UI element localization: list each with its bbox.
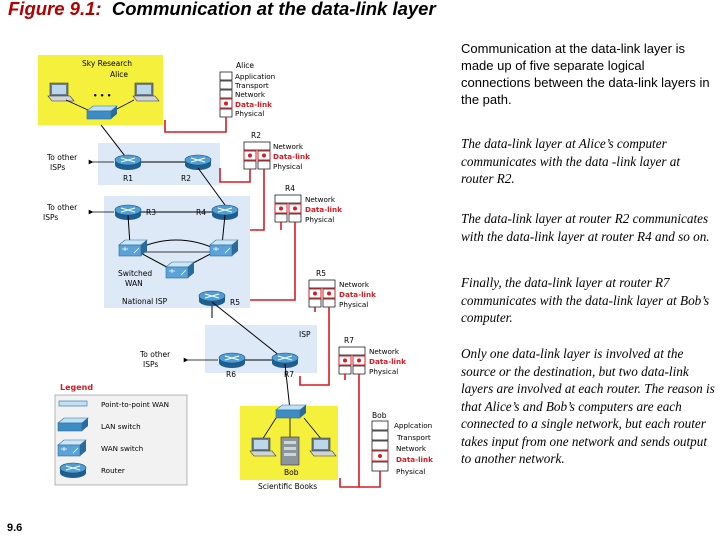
point-to-point-wan-icon — [58, 400, 88, 407]
slide-number: 9.6 — [7, 522, 23, 534]
r4-layer-network: Network — [305, 195, 336, 204]
r5-layer-datalink: Data-link — [339, 290, 376, 299]
bob-host-label: Bob — [284, 468, 299, 477]
bob-layer-physical: Physical — [396, 467, 425, 476]
network-diagram: Sky Research Alice • • • Alice Applicati… — [38, 55, 433, 491]
router-icon — [59, 462, 87, 479]
r2-layer-physical: Physical — [273, 162, 302, 171]
r4-layer-physical: Physical — [305, 215, 334, 224]
server-icon — [280, 436, 300, 466]
to-other-isps-label-3b: ISPs — [143, 360, 158, 369]
to-other-isps-label-1b: ISPs — [50, 163, 65, 172]
alice-protocol-stack — [219, 71, 233, 118]
to-other-isps-label-1: To other — [46, 153, 78, 162]
bob-layer-application: Applcation — [394, 421, 432, 430]
r2-layer-network: Network — [273, 142, 304, 151]
r5-protocol-stack — [308, 279, 336, 308]
paragraph-alice-r2: The data-link layer at Alice’s computer … — [461, 136, 681, 186]
r7-protocol-stack — [338, 346, 366, 375]
switched-wan-label: Switched — [118, 269, 152, 278]
alice-layer-transport: Transport — [234, 81, 269, 90]
legend-wan-switch: WAN switch — [101, 444, 143, 453]
lower-isp-label: ISP — [299, 330, 311, 339]
bob-protocol-stack — [371, 420, 389, 472]
r2-layer-datalink: Data-link — [273, 152, 310, 161]
switched-wan-label-2: WAN — [125, 279, 143, 288]
legend-title: Legend — [60, 383, 93, 392]
r5-layer-network: Network — [339, 280, 370, 289]
router-r5-icon — [198, 290, 226, 307]
alice-layer-datalink: Data-link — [235, 100, 272, 109]
bob-layer-datalink: Data-link — [396, 455, 433, 464]
paragraph-intro: Communication at the data-link layer is … — [461, 41, 710, 107]
alice-stack-label: Alice — [236, 61, 254, 70]
paragraph-explanation: Only one data-link layer is involved at … — [461, 346, 715, 466]
r4-layer-datalink: Data-link — [305, 205, 342, 214]
r2-stack-label: R2 — [251, 131, 261, 140]
r7-stack-label: R7 — [344, 336, 354, 345]
router-r3-label: R3 — [146, 208, 156, 217]
wan-switch-icon — [118, 239, 148, 257]
r5-layer-physical: Physical — [339, 300, 368, 309]
paragraph-r2-r4: The data-link layer at router R2 communi… — [461, 211, 710, 244]
more-hosts-dots: • • • — [93, 92, 111, 100]
router-r2-label: R2 — [181, 174, 191, 183]
router-r1-label: R1 — [123, 174, 133, 183]
lan-switch-icon — [57, 417, 89, 432]
to-other-isps-label-2b: ISPs — [43, 213, 58, 222]
figure-number: Figure 9.1: — [8, 0, 102, 19]
router-r1-icon — [114, 154, 142, 171]
scientific-books-label: Scientific Books — [258, 482, 317, 491]
legend-router: Router — [101, 466, 125, 475]
alice-layer-physical: Physical — [235, 109, 264, 118]
alice-layer-network: Network — [235, 90, 266, 99]
r4-protocol-stack — [274, 194, 302, 223]
r7-layer-physical: Physical — [369, 367, 398, 376]
router-r6-label: R6 — [226, 370, 236, 379]
router-r2-icon — [184, 154, 212, 171]
router-r6-icon — [218, 352, 246, 369]
alice-layer-application: Application — [235, 72, 275, 81]
wan-switch-icon — [165, 261, 195, 279]
legend-lan-switch: LAN switch — [101, 422, 141, 431]
bob-layer-transport: Transport — [396, 433, 431, 442]
national-isp-label: National ISP — [122, 297, 168, 306]
lan-switch-icon — [275, 404, 307, 419]
legend-point-to-point: Point-to-point WAN — [101, 400, 169, 409]
figure-title: Figure 9.1: Communication at the data-li… — [8, 0, 436, 20]
alice-host-label: Alice — [110, 70, 128, 79]
wan-switch-icon — [57, 439, 87, 457]
router-r7-label: R7 — [284, 370, 294, 379]
lan-switch-icon — [86, 105, 118, 120]
r5-stack-label: R5 — [316, 269, 326, 278]
r7-layer-network: Network — [369, 347, 400, 356]
r7-layer-datalink: Data-link — [369, 357, 406, 366]
to-other-isps-label-3: To other — [139, 350, 171, 359]
legend: Legend Point-to-point WAN LAN switch WAN… — [54, 383, 188, 486]
r2-protocol-stack — [243, 141, 271, 170]
router-r4-label: R4 — [196, 208, 206, 217]
r4-stack-label: R4 — [285, 184, 295, 193]
paragraph-r7-bob: Finally, the data-link layer at router R… — [461, 275, 710, 325]
sky-research-label: Sky Research — [82, 59, 132, 68]
to-other-isps-label-2: To other — [46, 203, 78, 212]
router-r5-label: R5 — [230, 298, 240, 307]
bob-layer-network: Network — [396, 444, 427, 453]
figure-caption: Communication at the data-link layer — [111, 0, 436, 19]
wan-switch-icon — [209, 239, 239, 257]
bob-stack-label: Bob — [372, 411, 387, 420]
